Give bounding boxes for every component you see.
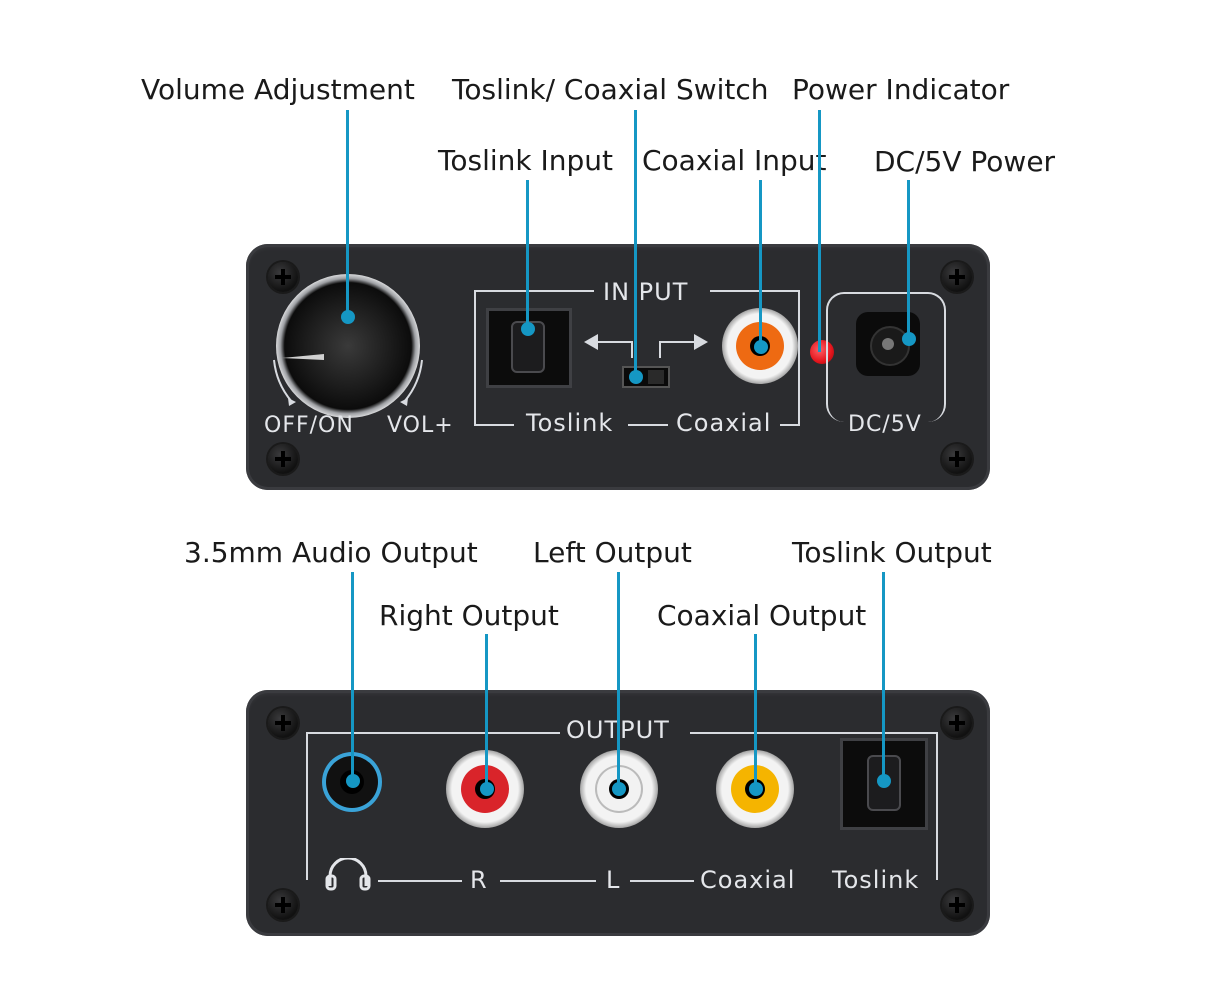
dc-silk-label: DC/5V [846,412,924,437]
leader-dot [902,332,916,346]
leader-dot [629,370,643,384]
coaxial-output-silk-label: Coaxial [700,866,796,894]
leader-dot [521,322,535,336]
coaxial-silk-label: Coaxial [676,409,772,437]
leader-power-indicator [818,110,821,352]
callout-coaxial-input: Coaxial Input [642,144,827,177]
l-label: L [606,866,621,894]
callout-volume-adjustment: Volume Adjustment [141,73,415,106]
output-frame-bottom-1 [378,880,462,882]
screw-icon [942,890,972,920]
output-frame-left [306,732,308,880]
callout-toslink-output: Toslink Output [792,536,992,569]
output-frame-right [936,732,938,880]
screw-icon [942,708,972,738]
callout-switch: Toslink/ Coaxial Switch [452,73,769,106]
leader-coaxial-output [754,634,757,788]
leader-dot [341,310,355,324]
input-frame-right [798,290,800,424]
callout-left-output: Left Output [533,536,692,569]
leader-volume [346,110,349,316]
leader-left-output [617,572,620,788]
input-frame-bottom-3 [780,424,800,426]
headphone-icon [325,858,371,891]
screw-icon [942,262,972,292]
output-frame-bottom-2 [500,880,596,882]
screw-icon [268,262,298,292]
output-frame-bottom-3 [630,880,694,882]
leader-right-output [485,634,488,788]
leader-coaxial-input [759,180,762,348]
screw-icon [268,890,298,920]
leader-dot [877,774,891,788]
off-on-label: OFF/ON [264,413,354,438]
switch-arrows [584,334,708,358]
leader-toslink-input [526,180,529,328]
input-frame-top-left [474,290,594,292]
callout-coaxial-output: Coaxial Output [657,599,867,632]
toslink-output-silk-label: Toslink [832,866,920,894]
input-frame-bottom-1 [474,424,514,426]
input-label: IN PUT [603,278,689,306]
leader-dot [346,774,360,788]
toslink-input-port[interactable] [486,308,572,388]
toslink-silk-label: Toslink [526,409,614,437]
callout-35mm-output: 3.5mm Audio Output [184,536,478,569]
output-frame-top-left [306,732,560,734]
screw-icon [268,708,298,738]
dc-frame [826,292,946,422]
screw-icon [942,444,972,474]
vol-label: VOL+ [387,413,454,438]
leader-dot [480,782,494,796]
callout-toslink-input: Toslink Input [438,144,613,177]
callout-dc-power: DC/5V Power [874,145,1056,178]
callout-right-output: Right Output [379,599,559,632]
input-frame-top-right [710,290,798,292]
input-frame-left [474,290,476,424]
input-frame-bottom-2 [628,424,668,426]
leader-dot [749,782,763,796]
leader-toslink-output [882,572,885,778]
output-frame-top-right [690,732,938,734]
leader-switch [634,110,637,378]
screw-icon [268,444,298,474]
leader-dot [754,340,768,354]
callout-power-indicator: Power Indicator [792,73,1010,106]
leader-dot [612,782,626,796]
power-indicator-led [810,340,834,364]
leader-35mm [351,572,354,778]
r-label: R [470,866,488,894]
volume-knob[interactable] [262,270,442,430]
leader-dc-power [907,180,910,338]
